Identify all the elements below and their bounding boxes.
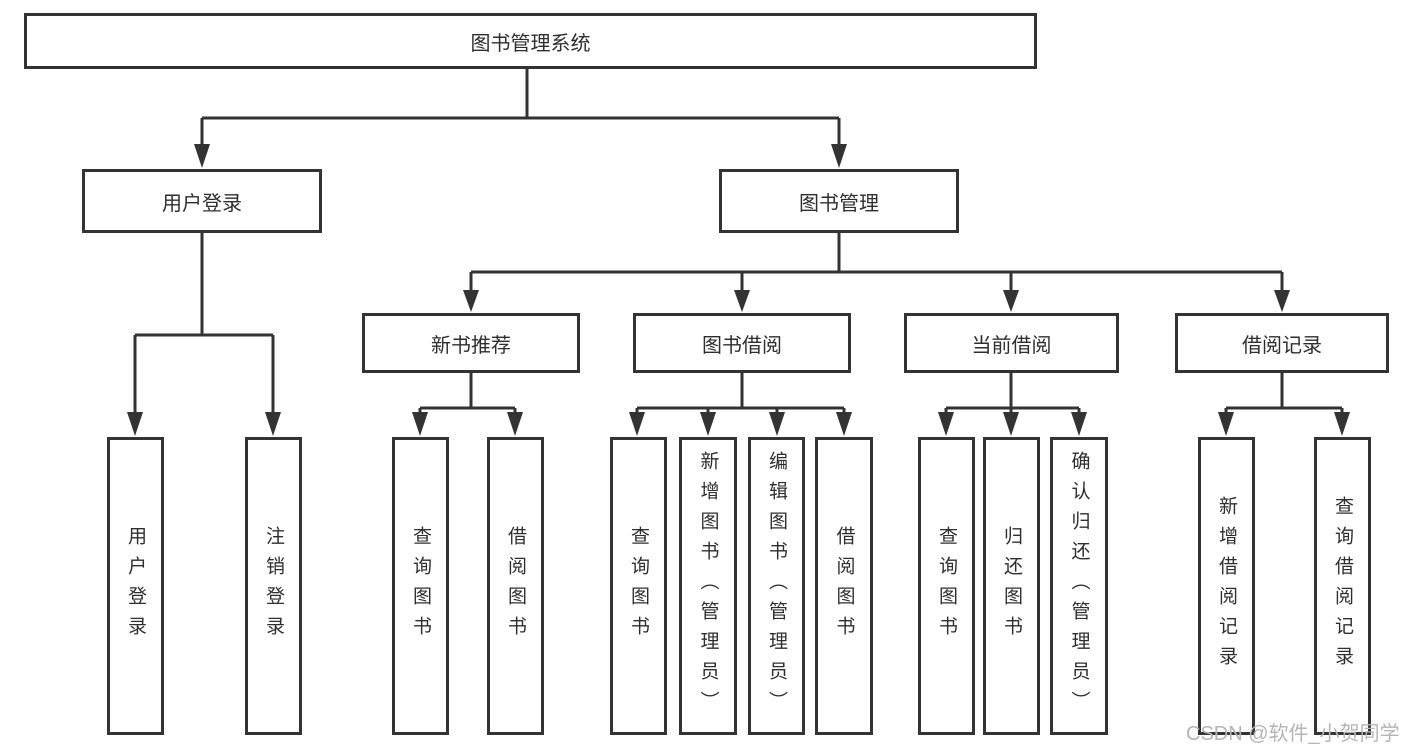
node-book-borrowing: 图书借阅 <box>633 313 851 373</box>
leaf-add-borrow-record: 新增借阅记录 <box>1198 437 1255 735</box>
node-borrowing-records: 借阅记录 <box>1175 313 1389 373</box>
leaf-borrow-books: 借阅图书 <box>815 437 873 735</box>
csdn-watermark: CSDN @软件_小贺同学 <box>1186 723 1400 745</box>
leaf-user-login: 用户登录 <box>107 437 164 735</box>
leaf-query-books-borrowing: 查询图书 <box>610 437 667 735</box>
leaf-query-books-recommend: 查询图书 <box>392 437 449 735</box>
leaf-confirm-return-admin: 确认归还（管理员） <box>1050 437 1108 735</box>
leaf-edit-books-admin: 编辑图书（管理员） <box>748 437 805 735</box>
leaf-add-books-admin: 新增图书（管理员） <box>679 437 737 735</box>
node-user-login: 用户登录 <box>82 169 322 233</box>
leaf-return-books: 归还图书 <box>983 437 1040 735</box>
node-library-management-system: 图书管理系统 <box>24 13 1037 69</box>
leaf-logout: 注销登录 <box>245 437 302 735</box>
node-new-book-recommend: 新书推荐 <box>362 313 580 373</box>
node-current-borrowing: 当前借阅 <box>904 313 1119 373</box>
leaf-borrow-books-recommend: 借阅图书 <box>487 437 544 735</box>
leaf-query-books-current: 查询图书 <box>918 437 975 735</box>
leaf-query-borrow-record: 查询借阅记录 <box>1314 437 1371 735</box>
node-book-management: 图书管理 <box>719 169 959 233</box>
